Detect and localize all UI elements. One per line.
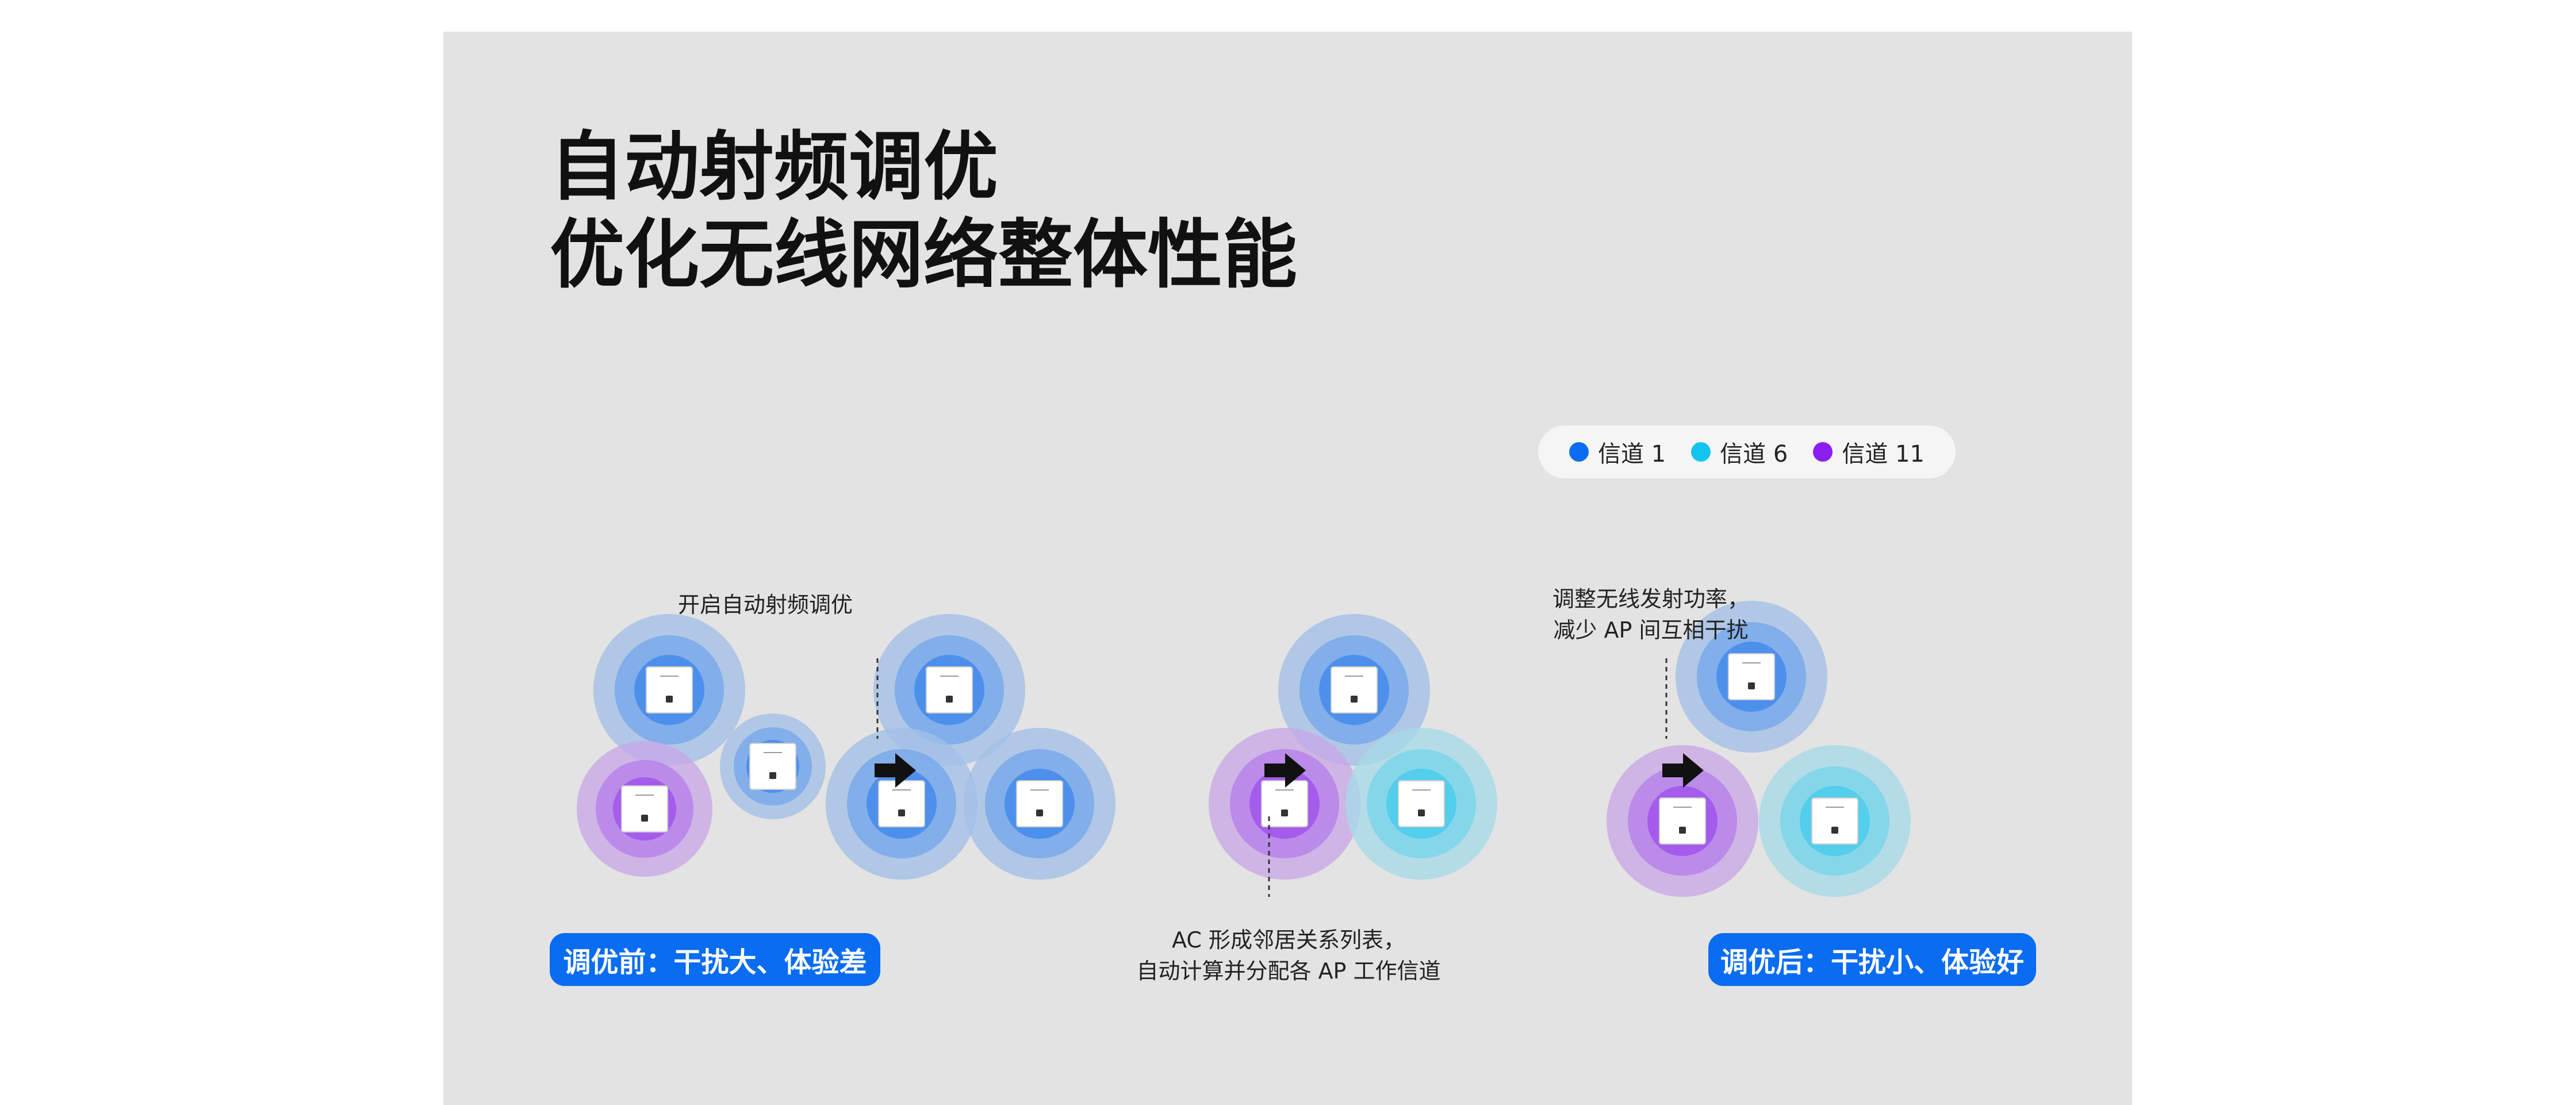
ap-port-icon [769,772,776,779]
before-tuning-badge: 调优前：干扰大、体验差 [550,933,880,986]
caption-enable-rf-tuning: 开启自动射频调优 [443,589,1087,620]
ap-channel_11 [1607,745,1758,897]
caption-line: 调整无线发射功率， [1552,586,1749,612]
ap-channel_1 [964,728,1116,880]
access-point-icon [1398,780,1445,827]
page-title-line-2: 优化无线网络整体性能 [550,211,1298,298]
access-point-icon [1659,797,1706,845]
ap-channel_1 [720,713,826,819]
legend-label: 信道 6 [1720,441,1788,467]
ap-channel_11 [1209,728,1360,880]
ap-channel_11 [577,741,712,877]
ap-port-icon [1679,827,1686,834]
ap-channel_6 [1346,728,1497,880]
after-tuning-badge: 调优后：干扰小、体验好 [1708,933,2036,986]
legend-item-channel-1: 信道 1 [1569,435,1666,469]
ap-group-power-adjusted [1209,614,1497,880]
access-point-icon [646,666,693,713]
ap-port-icon [666,696,673,703]
ap-channel_1 [593,614,745,766]
ap-port-icon [1281,809,1288,816]
access-point-icon [926,666,973,713]
caption-line: 减少 AP 间互相干扰 [1553,617,1749,643]
ap-port-icon [1831,827,1838,834]
access-point-icon [749,743,796,790]
ap-channel_1 [1278,614,1430,766]
arrow-right-icon [1662,753,1704,788]
ap-group-before [577,614,826,877]
legend-label: 信道 1 [1598,441,1666,467]
caption-neighbor-list: AC 形成邻居关系列表， 自动计算并分配各 AP 工作信道 [978,924,1599,987]
ap-group-channel-assigned [826,614,1116,880]
caption-power-adjust: 调整无线发射功率， 减少 AP 间互相干扰 [1340,584,1961,646]
legend-dot-channel-6 [1691,442,1711,462]
arrow-right-icon [1264,753,1306,788]
channel-legend: 信道 1 信道 6 信道 11 [1538,425,1956,478]
ap-channel_6 [1759,745,1911,897]
access-point-icon [1811,797,1858,845]
access-point-icon [1331,666,1378,713]
legend-item-channel-11: 信道 11 [1813,435,1925,469]
legend-dot-channel-11 [1813,442,1833,462]
legend-dot-channel-1 [1569,442,1589,462]
rf-tuning-diagram [577,601,1911,897]
ap-port-icon [946,696,953,703]
legend-item-channel-6: 信道 6 [1691,435,1788,469]
access-point-icon [1261,780,1308,827]
ap-channel_1 [1676,601,1827,753]
ap-port-icon [1418,809,1425,816]
arrow-right-icon [875,753,916,788]
legend-label: 信道 11 [1842,441,1925,467]
ap-port-icon [1036,809,1043,816]
access-point-icon [878,780,925,827]
ap-channel_1 [826,728,977,880]
ap-port-icon [1748,682,1755,689]
ap-group-after [1607,601,1911,897]
caption-line: 自动计算并分配各 AP 工作信道 [1136,958,1441,984]
access-point-icon [621,785,668,832]
caption-line: 开启自动射频调优 [677,592,853,617]
page-title-line-1: 自动射频调优 [550,123,999,210]
ap-port-icon [898,809,905,816]
caption-line: AC 形成邻居关系列表， [1172,927,1405,953]
ap-port-icon [1351,696,1358,703]
access-point-icon [1728,653,1775,700]
main-panel: 自动射频调优 优化无线网络整体性能 信道 1 信道 6 信道 11 开启自动射频… [443,32,2132,1105]
ap-port-icon [641,815,648,822]
access-point-icon [1016,780,1063,827]
ap-channel_1 [873,614,1025,766]
